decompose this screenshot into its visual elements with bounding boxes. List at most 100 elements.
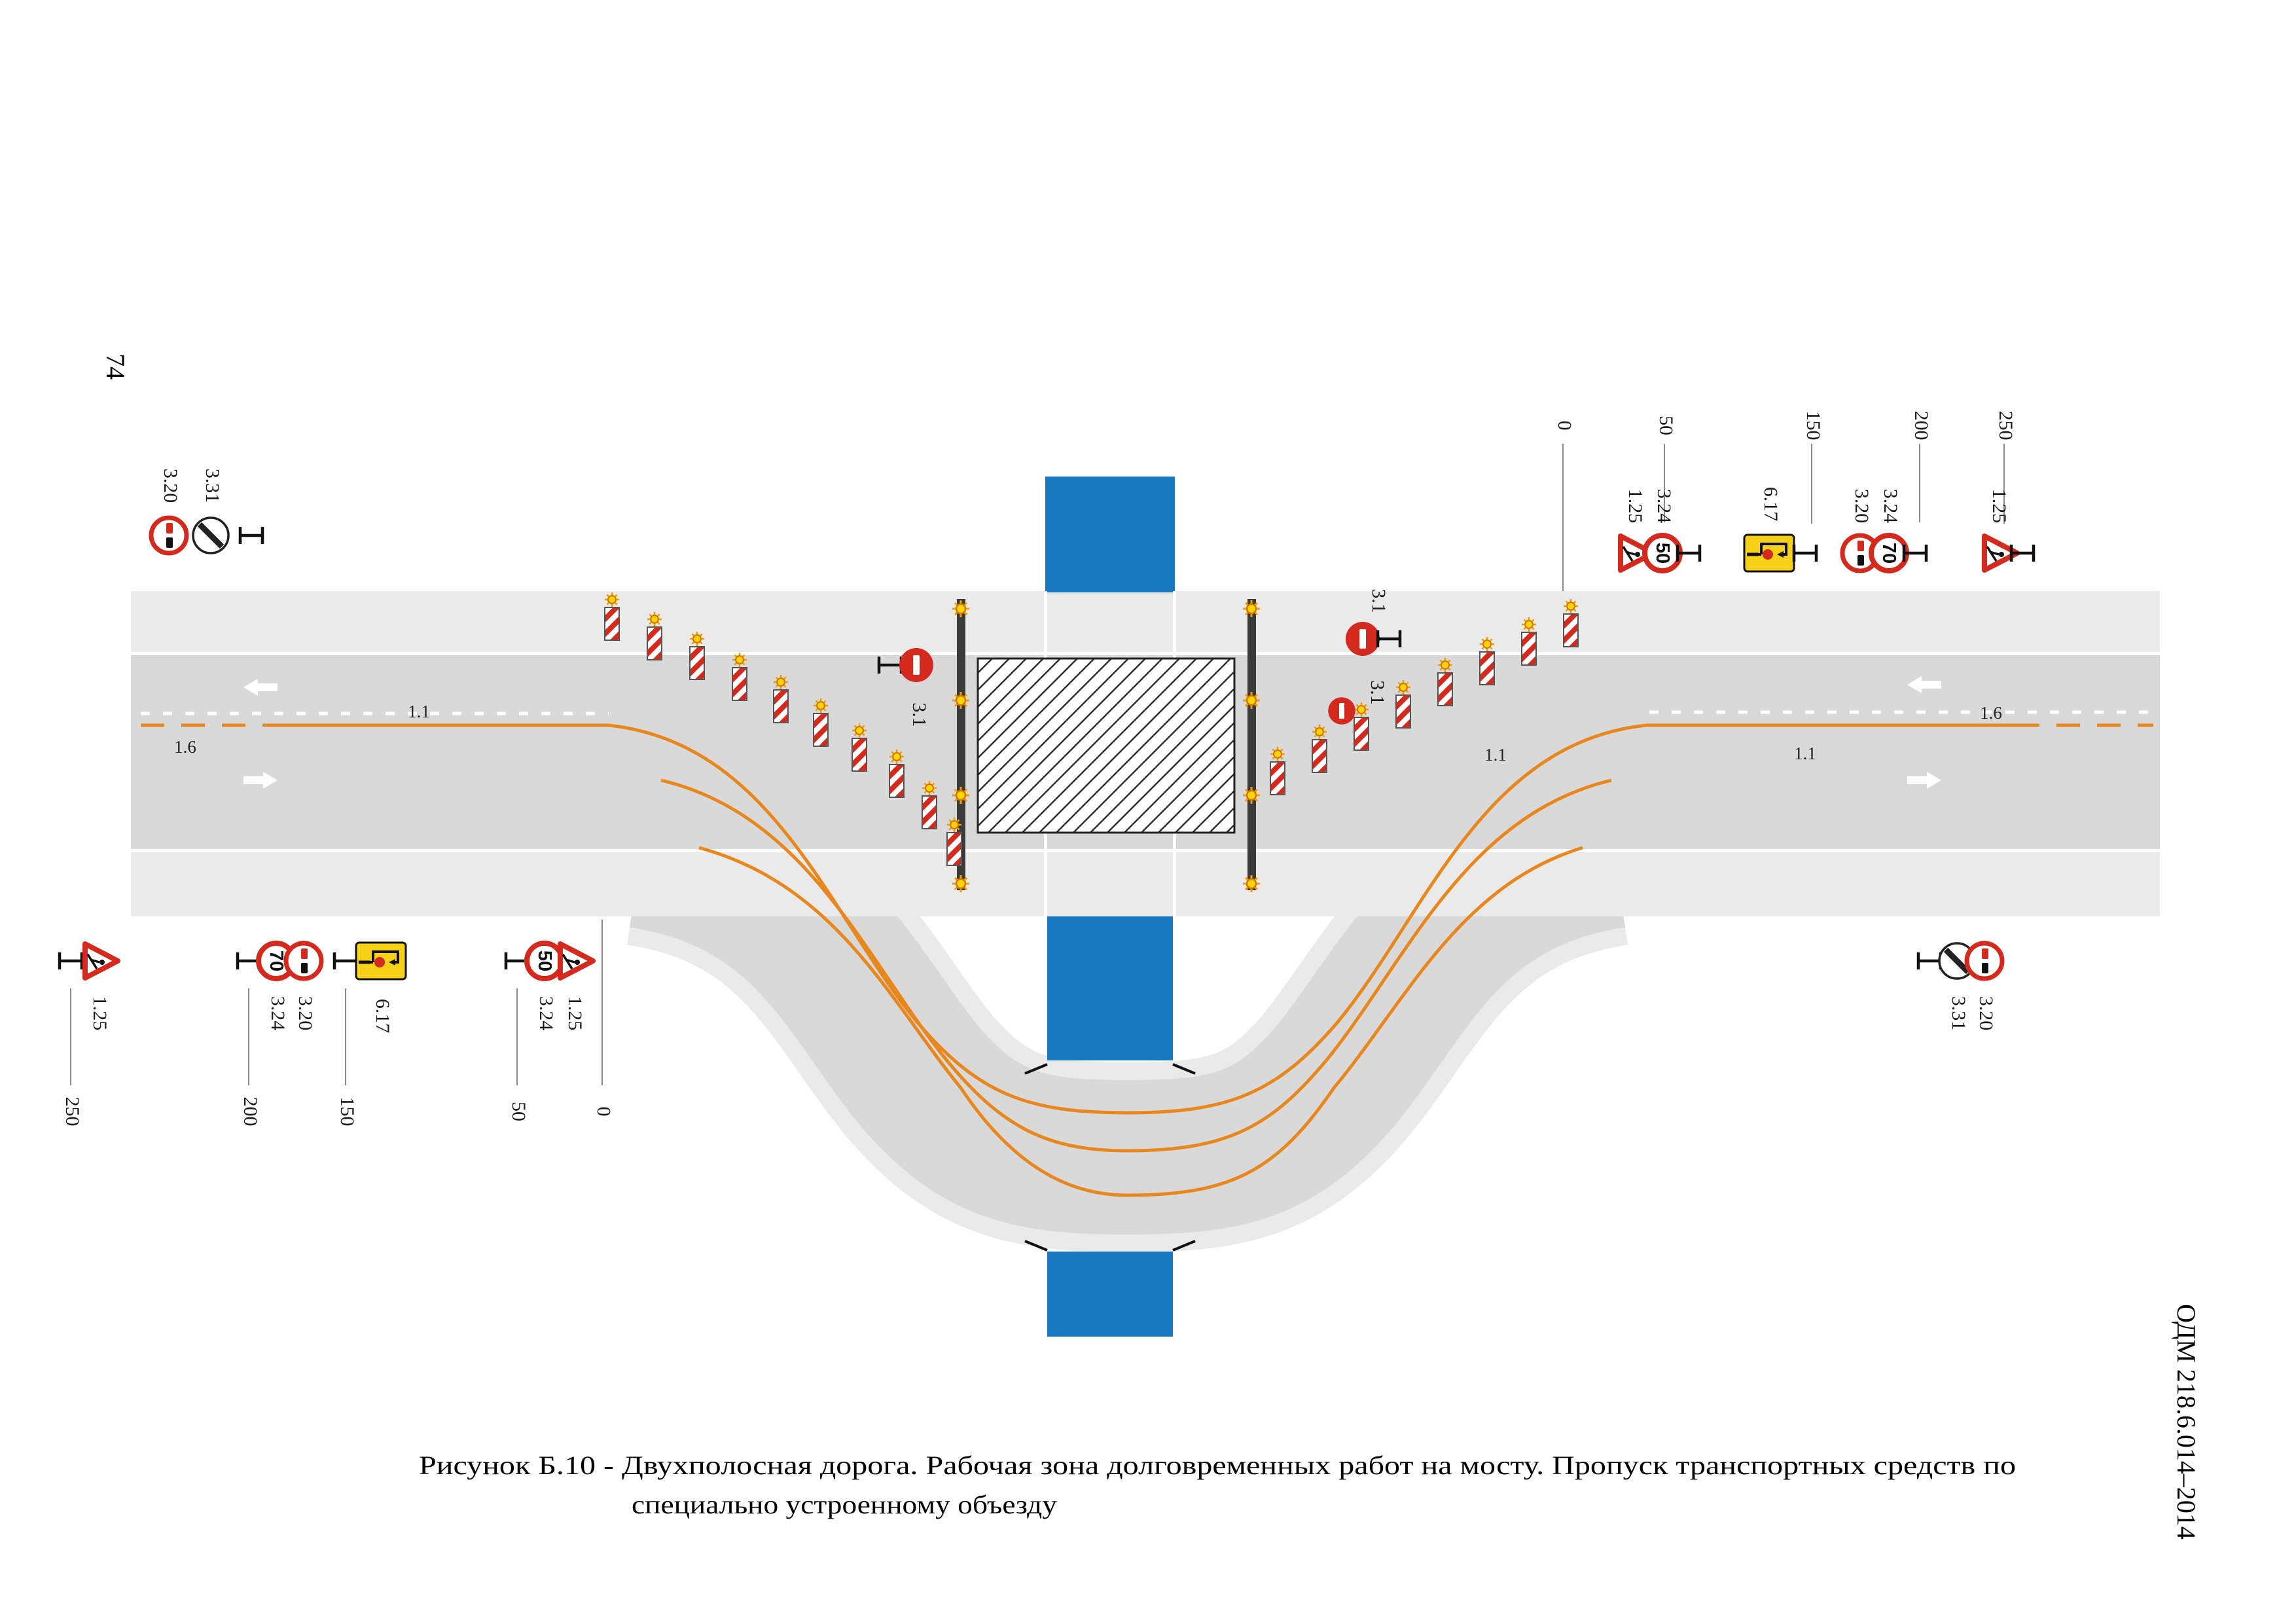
speed-limit-value: 50 [534,950,555,971]
roadworks-sign-icon [85,944,118,978]
work-zone-area [977,657,1236,834]
sign-group-top-left: 3.20 3.31 [151,469,262,553]
page-number: 74 [101,353,130,380]
scale-bottom-4: 0 [593,1107,615,1117]
sign-support-icon [60,952,82,969]
speed-limit-value: 70 [266,950,287,971]
sign-group-top-right-3: 3.20 3.24 70 [1842,489,1926,571]
barrier-icon [1438,658,1452,706]
river [1024,477,1196,1337]
scale-bottom-1: 200 [240,1097,261,1127]
caption-line-1: Рисунок Б.10 - Двухполосная дорога. Рабо… [419,1451,2016,1480]
sign-support-icon [2011,545,2034,562]
sign-label-roadworks: 1.25 [89,996,111,1031]
sign-group-bottom-left-2: 70 3.24 3.20 [238,943,321,1030]
river-middle [1047,916,1173,1060]
sign-label-speed-limit: 3.24 [1880,489,1901,524]
marking-labels: 1.1 1.6 1.1 1.1 1.6 [174,702,2002,765]
sign-label-no-overtaking: 3.20 [295,996,316,1031]
detour-pavement [628,774,1627,1235]
scale-bottom-2: 150 [336,1097,358,1127]
no-entry-sign-icon [1346,622,1380,656]
marking-label-broken: 1.6 [1980,703,2002,723]
no-overtaking-sign-icon [151,518,187,553]
sign-label-no-entry: 3.1 [1367,680,1388,705]
detour-road [624,757,1630,1253]
sign-label-detour-scheme: 6.17 [372,999,393,1034]
no-entry-sign-left: 3.1 [879,648,933,727]
scale-top-4: 250 [1995,411,2017,441]
marking-label-solid: 1.1 [1484,745,1507,765]
sign-label-no-overtaking: 3.20 [1975,996,1997,1031]
no-entry-sign-right: 3.1 [1346,588,1400,656]
sign-group-top-right-2: 6.17 [1744,487,1816,571]
barrier-icon [1480,637,1494,685]
sign-label-end-restrictions: 3.31 [1948,996,1969,1031]
barrier-icon [947,818,961,865]
no-entry-sign-icon [899,648,933,682]
sign-support-icon [1918,952,1941,969]
sign-support-icon [1794,545,1816,562]
sign-label-speed-limit: 3.24 [535,996,557,1031]
sign-label-roadworks: 1.25 [1624,489,1646,524]
sign-label-detour-scheme: 6.17 [1760,487,1782,522]
barrier-icon [774,675,788,723]
barrier-icon [605,592,619,640]
scale-top-3: 200 [1910,411,1932,441]
barrier-icon [690,632,704,679]
barrier-icon [1354,702,1369,750]
barrier-icon [922,781,937,829]
barrier-icon [647,612,662,660]
sign-label-roadworks: 1.25 [1988,489,2010,524]
roadworks-sign-icon [560,944,593,978]
sign-label-roadworks: 1.25 [564,996,586,1031]
sign-label-no-entry: 3.1 [1368,588,1390,613]
scale-bottom-0: 250 [62,1097,83,1127]
sign-group-bottom-right: 3.31 3.20 [1918,943,2002,1030]
no-entry-sign-right-small: 3.1 [1328,680,1388,725]
marking-label-broken: 1.6 [174,737,196,757]
no-overtaking-sign-icon [1967,943,2002,979]
barrier-icon [1564,599,1578,647]
road-edge-line-top [131,652,2160,655]
work-zone-fence-left [957,599,965,890]
sign-group-top-right-1: 1.25 3.24 50 [1621,489,1700,571]
sign-support-icon [240,527,262,544]
figure-caption: Рисунок Б.10 - Двухполосная дорога. Рабо… [419,1451,2016,1519]
scale-top-0: 0 [1554,421,1575,431]
barrier-icon [1270,747,1285,795]
speed-limit-value: 70 [1878,543,1899,564]
barrier-icon [852,723,867,771]
sign-label-speed-limit: 3.24 [1653,489,1675,524]
barrier-icon [1396,680,1410,728]
sign-group-bottom-left-1: 1.25 [60,944,118,1030]
river-lower [1047,1252,1173,1337]
marking-label-solid: 1.1 [1794,744,1816,763]
sign-label-no-overtaking: 3.20 [1851,489,1873,524]
sign-group-bottom-left-3: 6.17 [334,943,406,1033]
scale-bottom-ticks [70,920,603,1085]
detour-bridge-abutments [1024,1063,1196,1252]
scale-bottom-3: 50 [508,1102,529,1121]
sign-group-bottom-left-4: 50 3.24 1.25 [506,943,593,1030]
temp-line-outer [698,846,1583,1197]
sign-label-no-overtaking: 3.20 [160,469,181,503]
distance-scale-top: 0 50 150 200 250 [1554,411,2017,591]
end-restrictions-sign-icon [193,518,228,553]
temp-line-middle [660,778,1612,1153]
sign-support-icon [334,952,357,969]
sign-label-end-restrictions: 3.31 [202,469,223,503]
scale-top-ticks [1562,444,2005,591]
barrier-icon [814,698,828,746]
speed-limit-value: 50 [1652,543,1673,564]
work-zone-fence-right [1247,599,1256,890]
marking-label-solid: 1.1 [408,702,430,721]
no-overtaking-sign-icon [286,943,321,979]
scale-top-1: 50 [1655,416,1677,435]
detour-scheme-sign-icon [356,943,406,979]
sign-label-no-entry: 3.1 [908,702,930,727]
no-entry-sign-icon [1328,697,1355,725]
barrier-icon [1312,725,1327,772]
river-upper [1045,477,1175,592]
